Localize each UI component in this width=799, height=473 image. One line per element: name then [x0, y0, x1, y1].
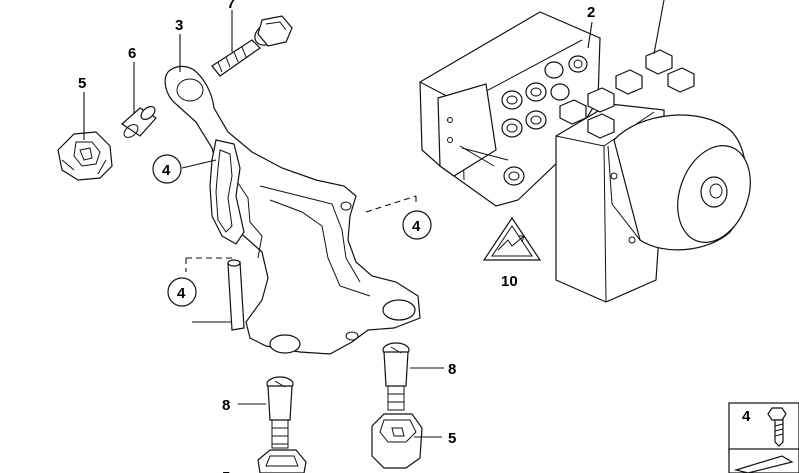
legend-item-number: 4 [742, 408, 751, 425]
svg-text:4: 4 [162, 162, 171, 179]
callout-5-bottom: 5 [222, 469, 230, 473]
callout-8-left: 8 [222, 397, 230, 414]
callout-10: 10 [501, 273, 518, 290]
port-fittings [501, 55, 588, 186]
screw-right [382, 342, 410, 411]
callout-2: 2 [587, 4, 595, 21]
guide-pin [227, 259, 245, 331]
mounting-bracket [164, 65, 421, 355]
abs-hydraulic-unit [419, 11, 751, 303]
hex-bolt [211, 15, 293, 77]
callout-4-right: 4 [402, 210, 432, 240]
hex-plugs [559, 49, 695, 139]
sleeve [121, 105, 157, 138]
callout-3: 3 [175, 17, 183, 34]
warning-label [482, 216, 542, 261]
gasket [209, 139, 245, 245]
leader-lines [83, 0, 665, 438]
legend-box [728, 402, 799, 473]
callout-7: 7 [227, 0, 235, 12]
callout-4-lower: 4 [167, 277, 197, 307]
screw-left [266, 376, 294, 449]
callout-5-right: 5 [448, 430, 456, 447]
svg-text:4: 4 [177, 285, 186, 302]
rubber-mount-bottom-left [257, 449, 307, 473]
warning-triangle-icon [482, 216, 542, 261]
callout-5-top: 5 [78, 75, 86, 92]
rubber-mount [57, 131, 113, 181]
callout-8-right: 8 [448, 361, 456, 378]
legend-bolt [767, 407, 787, 447]
bolt-icon [497, 235, 525, 251]
rubber-mount-bottom-right [371, 413, 423, 469]
svg-text:4: 4 [412, 218, 421, 235]
callout-6: 6 [128, 45, 136, 62]
callout-4-left: 4 [152, 154, 182, 184]
